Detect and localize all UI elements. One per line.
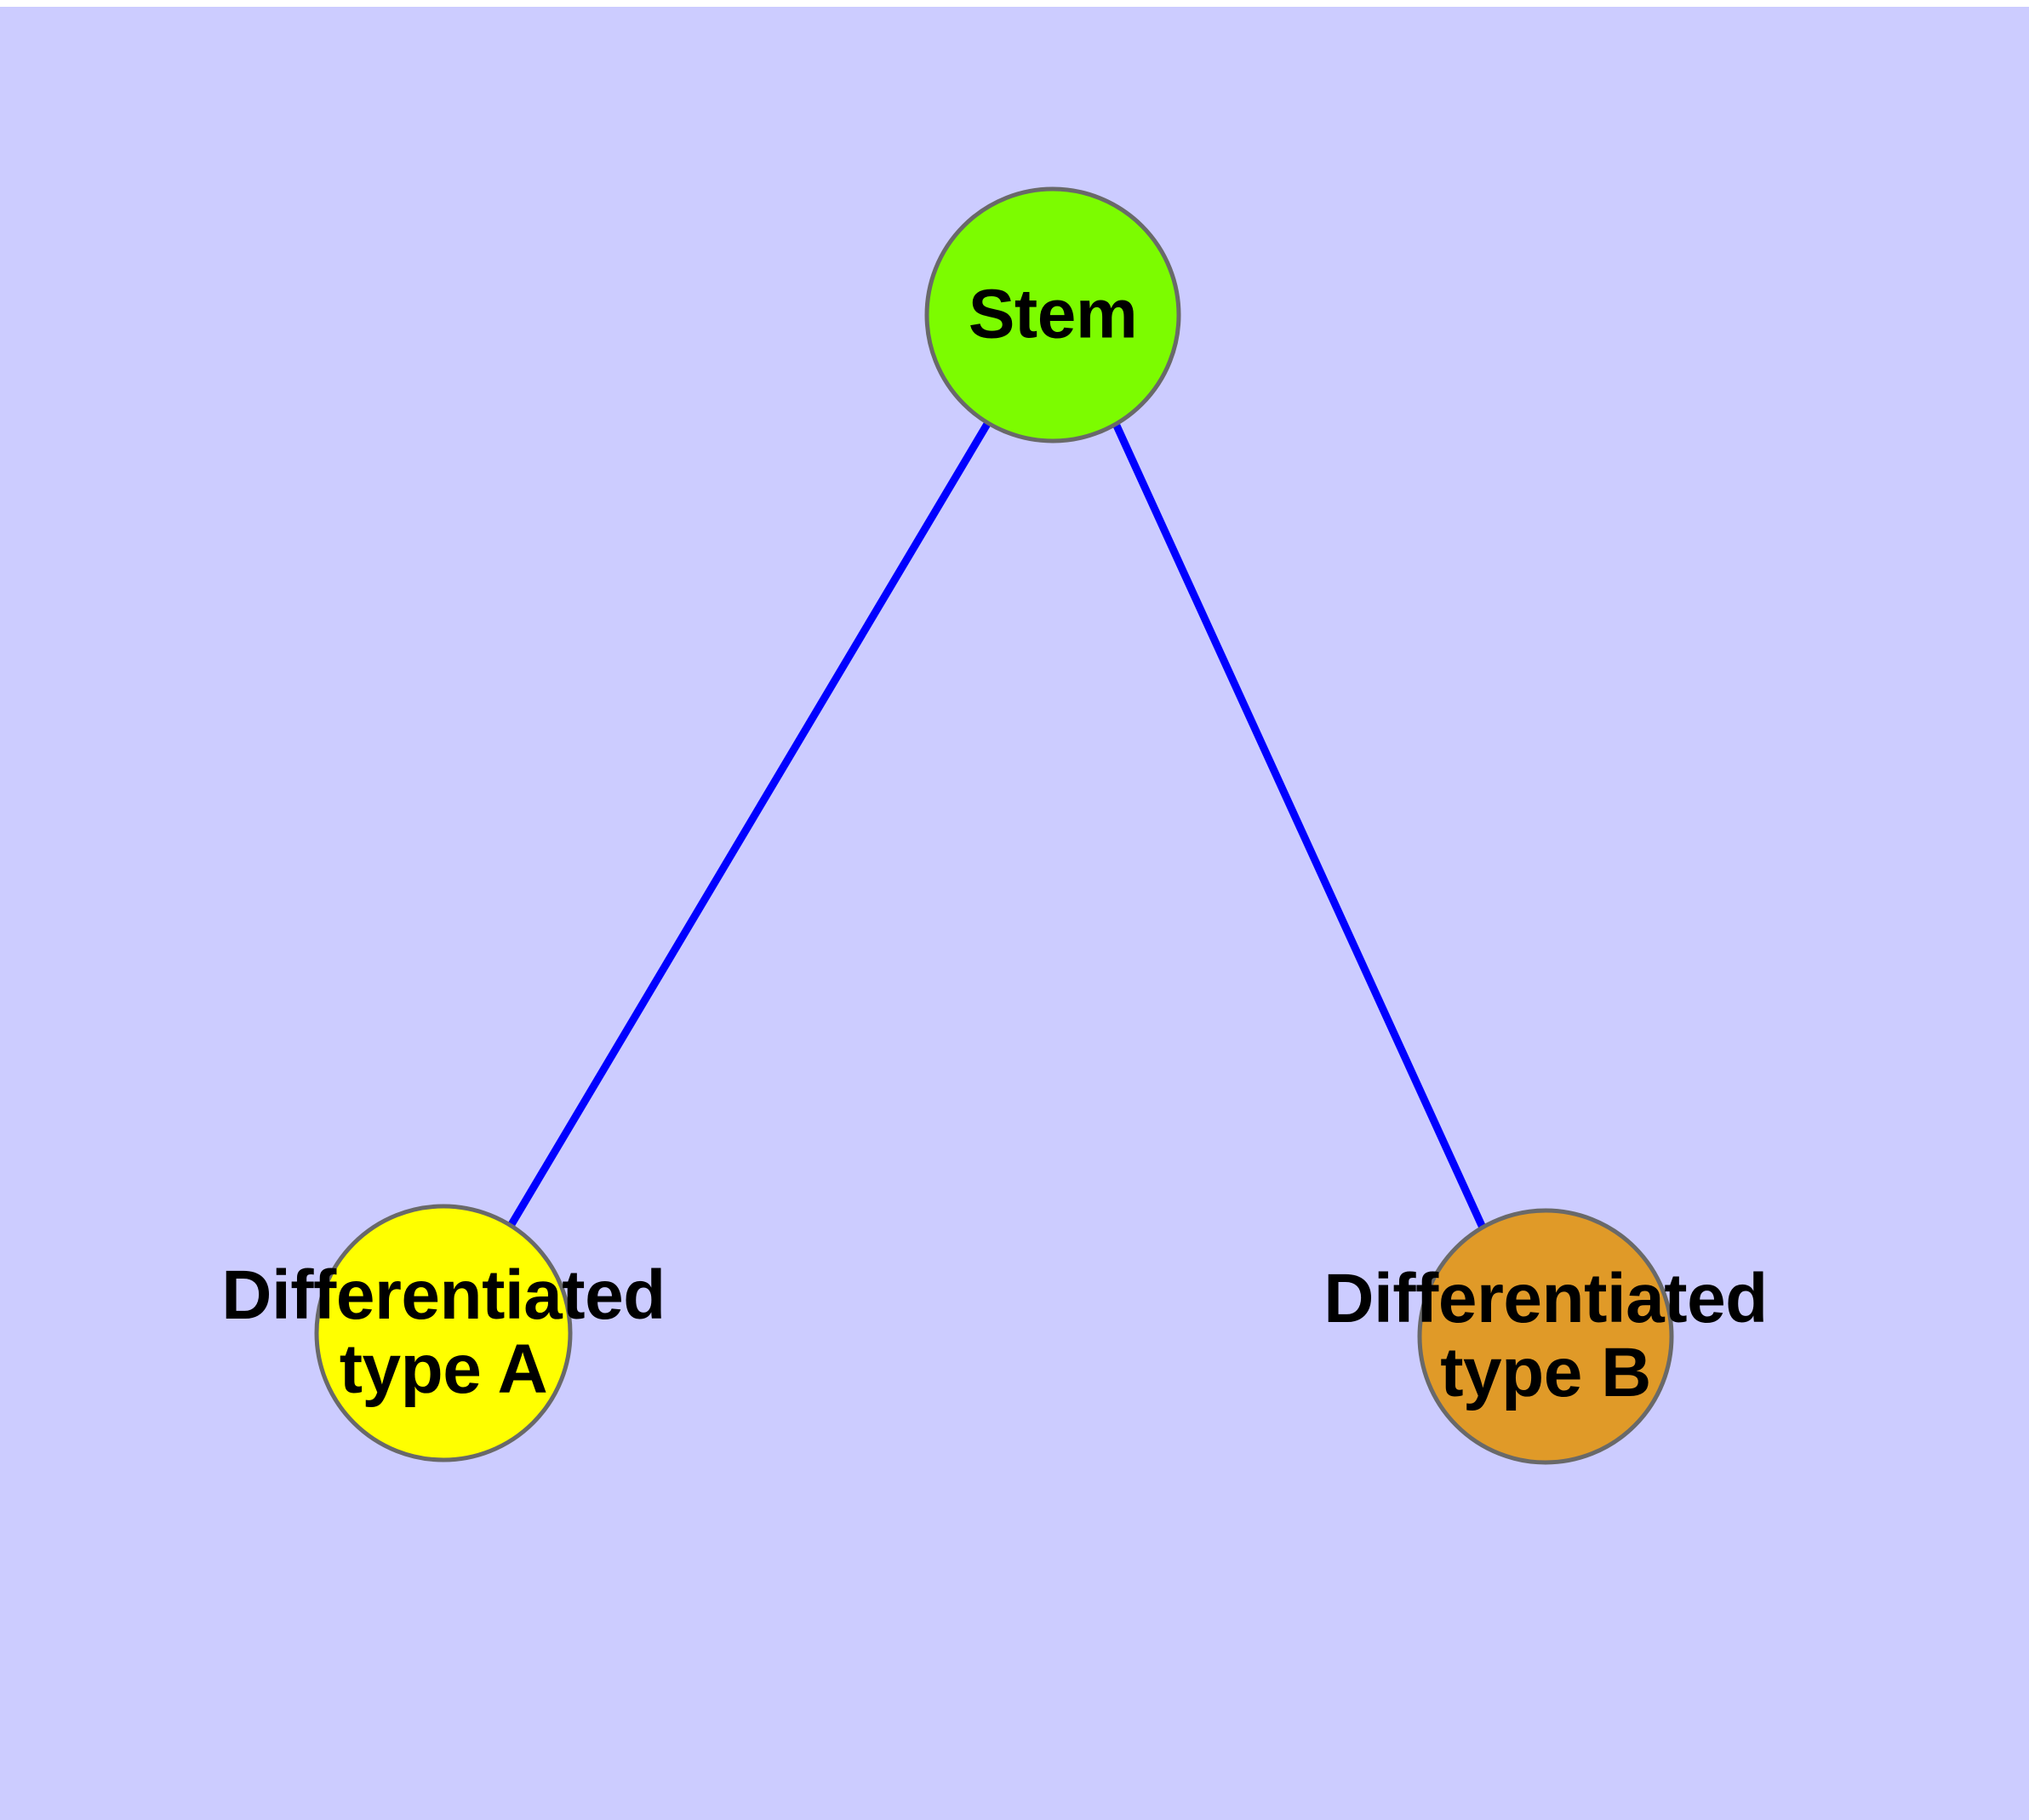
graph-node-diff_a[interactable] [314,1204,573,1462]
graph-edge-stem-to-diff-b[interactable] [1112,424,1487,1229]
graph-edge-stem-to-diff-a[interactable] [507,421,991,1228]
edge-layer [507,421,1487,1229]
graph-node-diff_b[interactable] [1417,1208,1674,1465]
graph-node-stem[interactable] [924,186,1181,444]
node-layer [314,186,1674,1465]
